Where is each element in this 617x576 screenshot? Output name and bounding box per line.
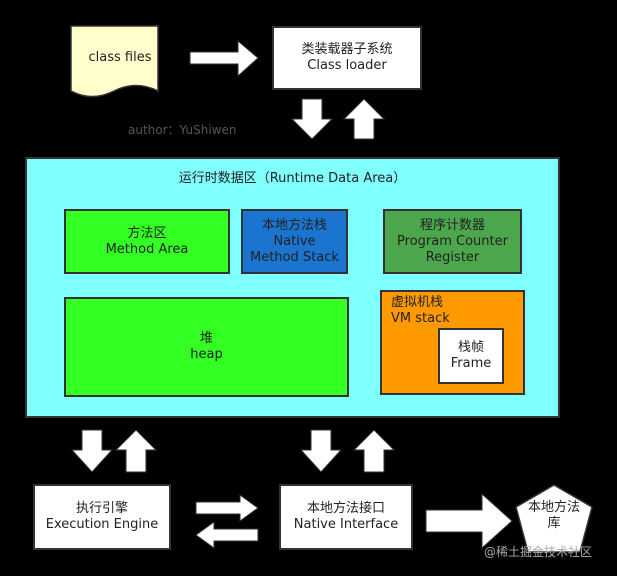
native-method-stack-zh: 本地方法栈	[261, 217, 327, 233]
program-counter-box: 程序计数器 Program Counter Register	[383, 209, 522, 274]
arrow-down-loader-runtime	[290, 98, 334, 140]
native-method-stack-line3: Method Stack	[250, 249, 339, 265]
heap-box: 堆 heap	[64, 297, 349, 397]
arrow-up-runtime-loader	[342, 98, 386, 140]
arrow-right-interface-library	[425, 492, 513, 550]
native-library-line2: 库	[547, 516, 561, 531]
native-method-stack-box: 本地方法栈 Native Method Stack	[241, 209, 348, 274]
arrow-right-engine-interface	[195, 494, 259, 522]
native-interface-en: Native Interface	[293, 517, 399, 532]
method-area-en: Method Area	[105, 241, 189, 257]
class-loader-en: Class loader	[307, 58, 387, 73]
frame-box: 栈帧 Frame	[438, 328, 504, 384]
native-library: 本地方法 库	[522, 496, 586, 536]
execution-engine-zh: 执行引擎	[75, 501, 128, 516]
native-interface-box: 本地方法接口 Native Interface	[279, 484, 413, 550]
heap-zh: 堆	[199, 331, 213, 346]
native-library-line1: 本地方法	[527, 500, 580, 515]
program-counter-line2: Program Counter	[397, 233, 508, 249]
class-files-document	[70, 25, 159, 98]
arrow-left-interface-engine	[195, 521, 259, 549]
arrow-up-interface-runtime	[352, 429, 396, 473]
vm-stack-zh: 虚拟机栈	[391, 295, 444, 310]
class-loader-box: 类装载器子系统 Class loader	[272, 26, 422, 90]
frame-zh: 栈帧	[457, 340, 484, 355]
vm-stack-en: VM stack	[391, 311, 450, 326]
runtime-data-area-title: 运行时数据区（Runtime Data Area）	[178, 171, 407, 186]
execution-engine-box: 执行引擎 Execution Engine	[33, 484, 171, 550]
class-files-label: class files	[88, 50, 152, 65]
class-loader-zh: 类装载器子系统	[301, 42, 393, 57]
native-library-shape	[515, 484, 593, 553]
program-counter-line3: Register	[425, 249, 480, 265]
arrow-up-engine-runtime	[114, 429, 158, 473]
heap-en: heap	[190, 347, 223, 362]
method-area-box: 方法区 Method Area	[64, 209, 230, 274]
method-area-zh: 方法区	[127, 225, 167, 241]
frame-en: Frame	[450, 356, 492, 371]
author-text: author：YuShiwen	[128, 123, 237, 137]
native-interface-zh: 本地方法接口	[306, 501, 385, 516]
arrow-down-runtime-engine	[70, 429, 114, 473]
watermark: @稀土掘金技术社区	[484, 545, 593, 559]
execution-engine-en: Execution Engine	[45, 517, 159, 532]
native-method-stack-line2: Native	[273, 233, 316, 249]
program-counter-zh: 程序计数器	[419, 217, 485, 233]
arrow-right-classfiles-loader	[189, 39, 259, 78]
arrow-down-runtime-interface	[299, 429, 343, 473]
class-files: class files	[75, 44, 165, 72]
